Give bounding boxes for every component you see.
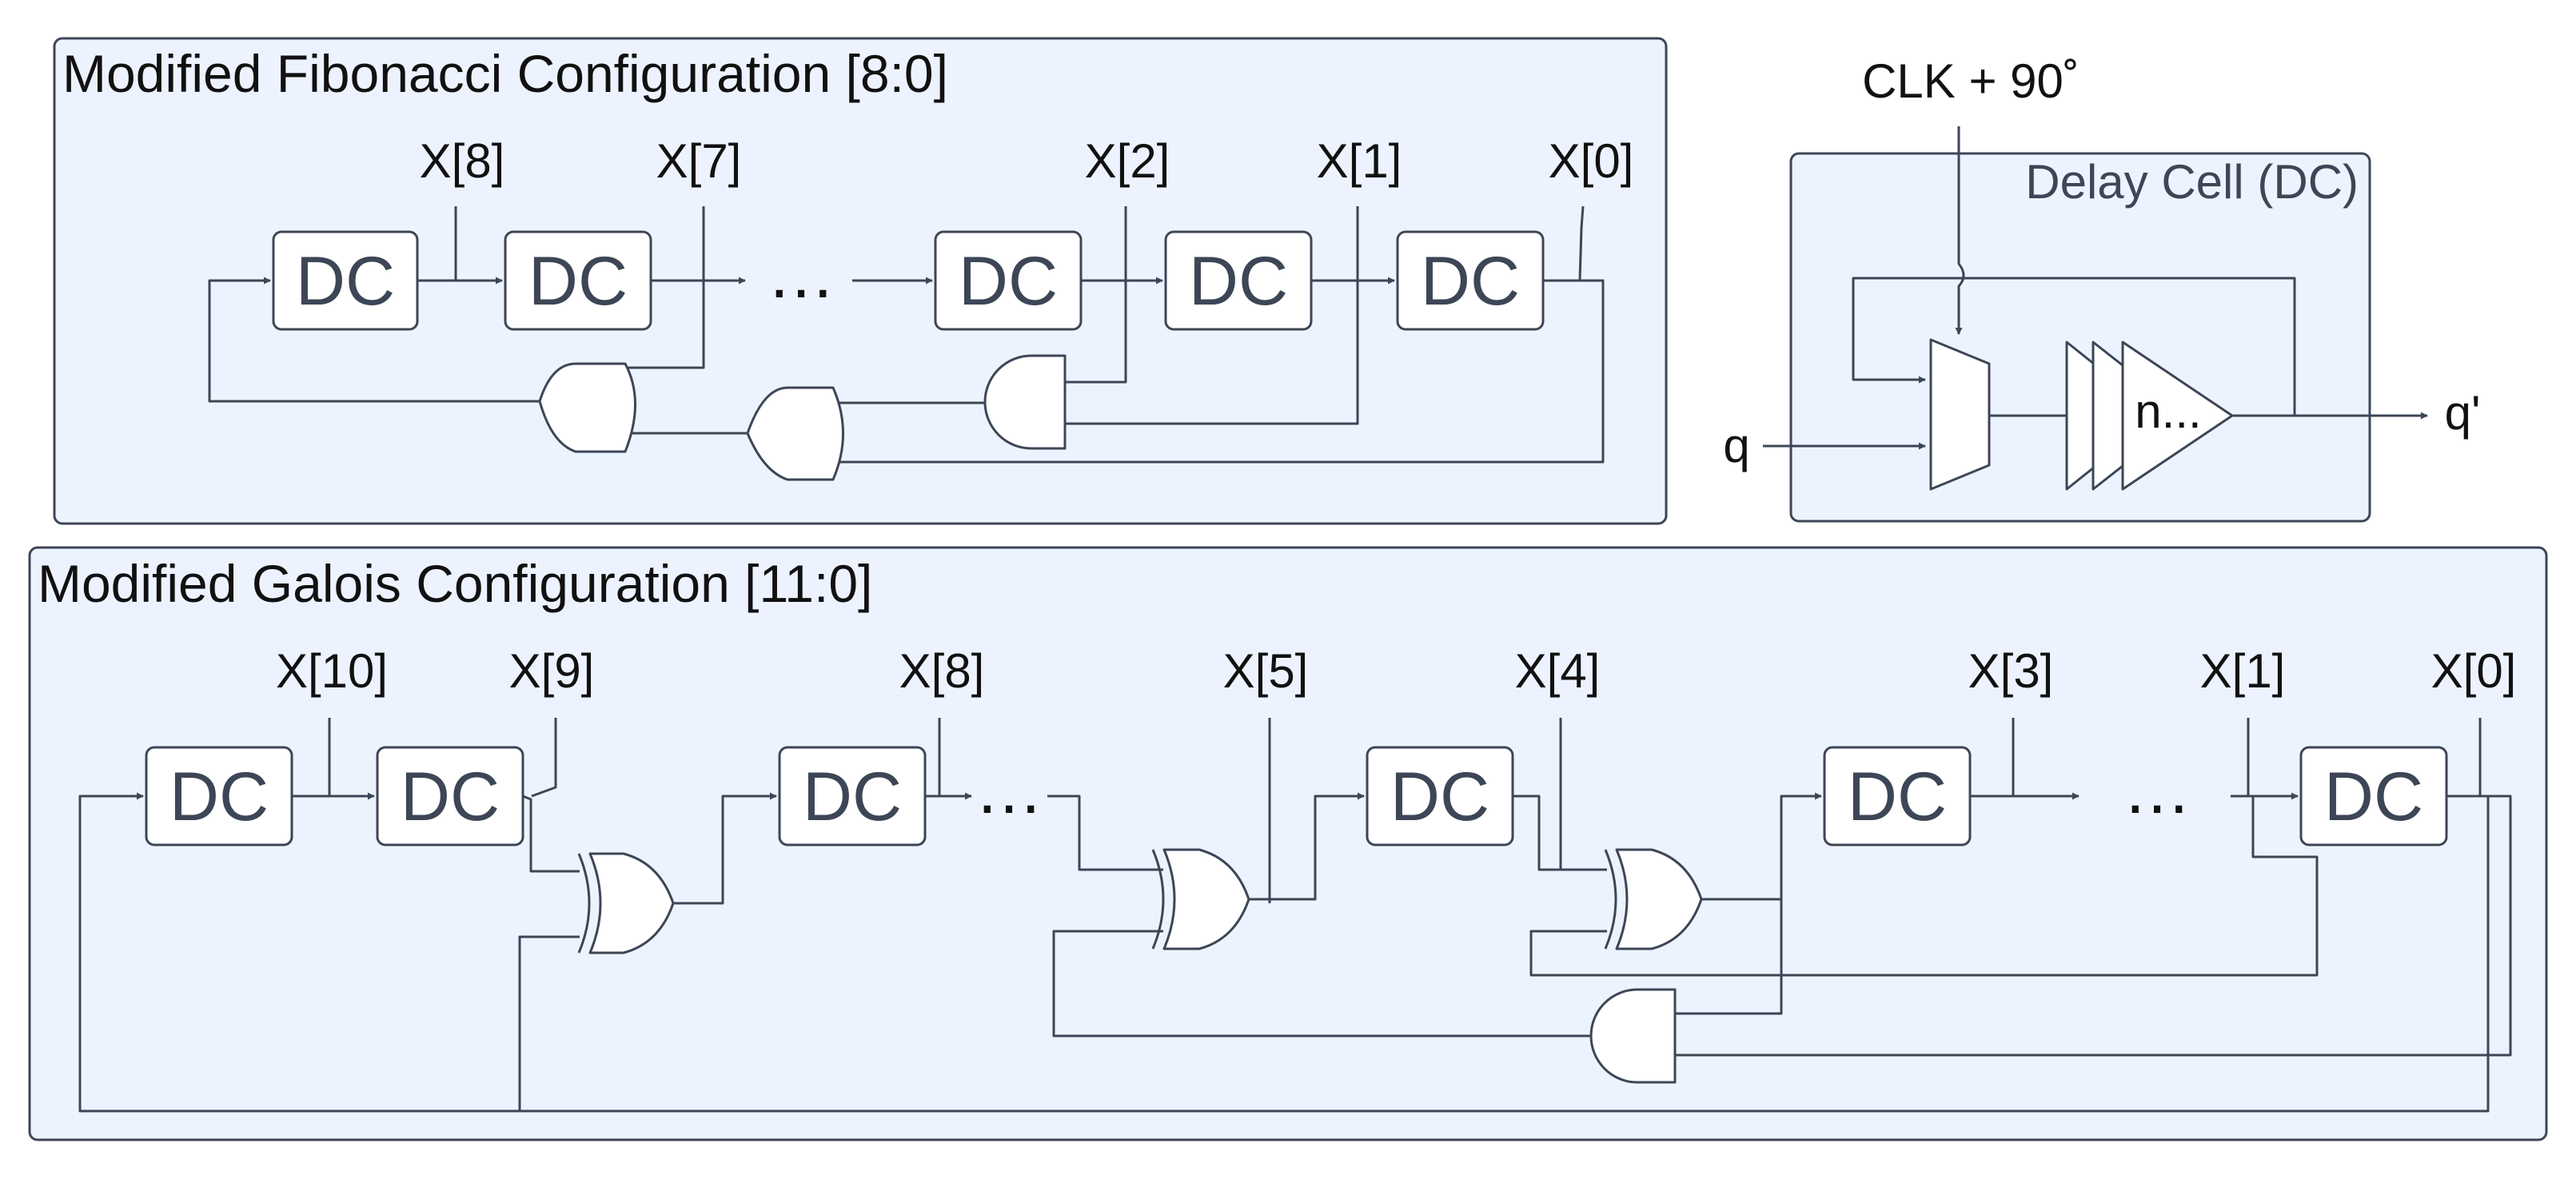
gal-ellipsis-2: … <box>2123 751 2191 828</box>
gal-xor-gate-1 <box>577 852 675 954</box>
fib-xor-gate-2 <box>746 386 844 481</box>
buffer-chain: n... <box>2065 341 2234 491</box>
gal-tap-label: X[4] <box>1515 644 1601 698</box>
dc-label: DC <box>169 759 269 835</box>
clock-label: CLK + 90˚ <box>1862 54 2080 108</box>
galois-panel: Modified Galois Configuration [11:0] DC … <box>28 546 2548 1141</box>
mux-shape <box>1929 338 1991 491</box>
fib-xor-gate-1 <box>538 362 636 453</box>
dc-label: DC <box>803 759 902 835</box>
delay-cell-panel: Delay Cell (DC) CLK + 90˚ q q' n... <box>1723 54 2481 523</box>
dc-label: DC <box>1421 243 1520 320</box>
dc-label: DC <box>1848 759 1947 835</box>
fib-tap-label: X[0] <box>1549 134 1634 188</box>
fib-tap-label: X[2] <box>1085 134 1170 188</box>
fib-dc-cell-2: DC <box>504 230 652 331</box>
dc-label: DC <box>296 243 395 320</box>
fibonacci-title: Modified Fibonacci Configuration [8:0] <box>62 44 948 103</box>
gal-ellipsis-1: … <box>975 751 1043 828</box>
gal-tap-label: X[1] <box>2200 644 2286 698</box>
fib-dc-cell-4: DC <box>1164 230 1313 331</box>
output-label: q' <box>2445 386 2481 440</box>
dc-label: DC <box>1390 759 1489 835</box>
fib-dc-cell-1: DC <box>272 230 419 331</box>
fibonacci-panel: Modified Fibonacci Configuration [8:0] D… <box>53 37 1668 525</box>
delay-cell-wires <box>1763 126 2428 450</box>
dc-label: DC <box>959 243 1058 320</box>
input-label: q <box>1723 419 1749 472</box>
galois-title: Modified Galois Configuration [11:0] <box>38 554 872 613</box>
fib-wires <box>208 205 1605 464</box>
dc-label: DC <box>1189 243 1288 320</box>
fib-tap-label: X[7] <box>656 134 742 188</box>
dc-label: DC <box>528 243 628 320</box>
fib-and-gate <box>983 354 1067 450</box>
fib-dc-cell-3: DC <box>934 230 1083 331</box>
dc-label: DC <box>401 759 500 835</box>
dc-label: DC <box>2324 759 2423 835</box>
buffer-label: n... <box>2135 384 2201 438</box>
gal-and-gate <box>1589 988 1677 1084</box>
gal-tap-label: X[8] <box>899 644 985 698</box>
gal-tap-label: X[0] <box>2431 644 2517 698</box>
fib-ellipsis: … <box>767 236 835 313</box>
gal-xor-gate-3 <box>1604 848 1703 950</box>
fib-tap-label: X[1] <box>1317 134 1402 188</box>
gal-dc-cell-1: DC <box>145 746 293 846</box>
gal-tap-label: X[5] <box>1223 644 1309 698</box>
delay-cell-title: Delay Cell (DC) <box>2025 155 2359 209</box>
gal-tap-label: X[3] <box>1968 644 2054 698</box>
gal-dc-cell-5: DC <box>1823 746 1972 846</box>
gal-xor-gate-2 <box>1151 848 1250 950</box>
gal-dc-cell-4: DC <box>1366 746 1514 846</box>
gal-dc-cell-3: DC <box>778 746 927 846</box>
gal-tap-label: X[10] <box>276 644 388 698</box>
fib-tap-label: X[8] <box>420 134 505 188</box>
fib-dc-cell-5: DC <box>1396 230 1545 331</box>
gal-tap-label: X[9] <box>509 644 595 698</box>
gal-dc-cell-6: DC <box>2299 746 2448 846</box>
gal-dc-cell-2: DC <box>376 746 524 846</box>
gal-wires <box>78 718 2512 1113</box>
